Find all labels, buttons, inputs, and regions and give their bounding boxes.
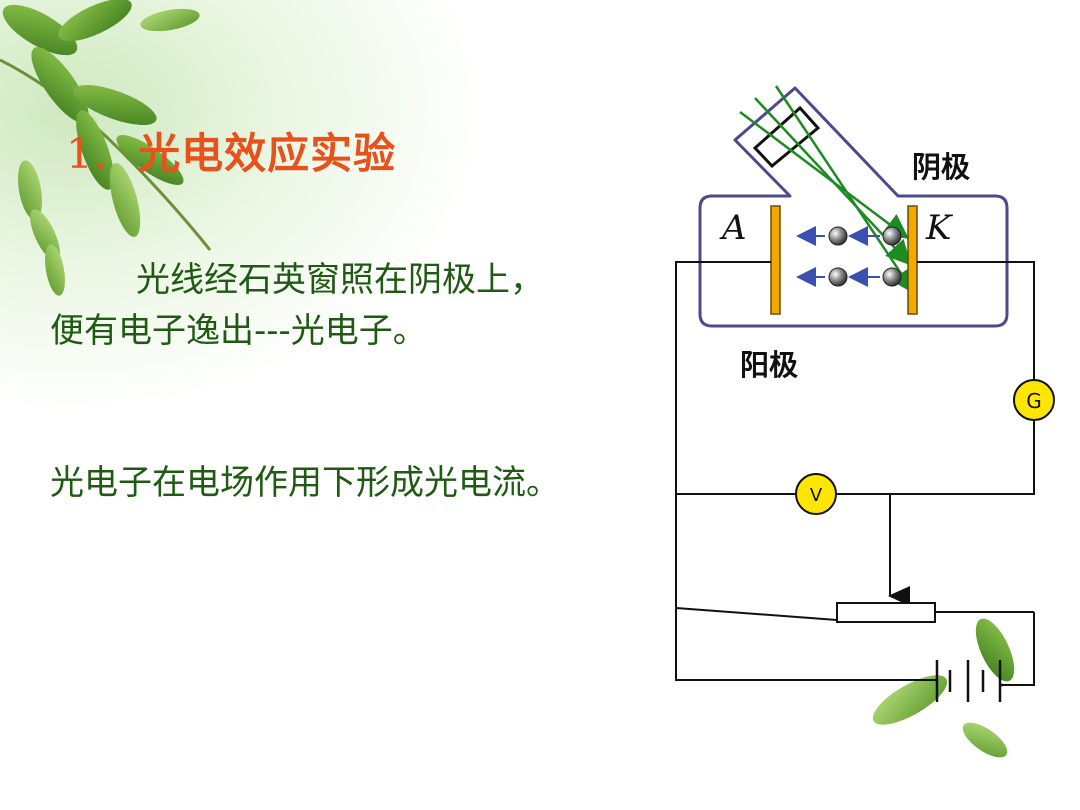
light-ray [739,111,909,240]
paragraph-1-line-1: 光线经石英窗照在阴极上， [136,260,544,300]
rheostat-icon [836,602,936,623]
light-ray [754,97,912,266]
title-text: 光电效应实验 [138,129,397,178]
electron-icon [882,267,902,287]
galvanometer [1013,379,1055,421]
electron-icon [882,226,902,246]
vacuum-tube-outline [698,86,1009,328]
paragraph-2: 光电子在电场作用下形成光电流。 [50,463,560,503]
slide-title: 1. 光电效应实验 [66,120,396,181]
electron-group-bottom [796,267,902,287]
electron-icon [828,226,848,246]
galvanometer-label: G [1026,389,1042,413]
electron-icon [828,267,848,287]
electron-group-top [796,226,902,246]
anode-electrode [770,205,781,315]
title-number: 1. [66,129,109,178]
paragraph-1-line-2: 便有电子逸出---光电子。 [50,311,427,351]
anode-symbol-A: A [722,208,747,248]
circuit-wires [675,261,1035,686]
cathode-label: 阴极 [912,150,971,184]
cathode-electrode [907,205,918,315]
battery-icon [935,660,1003,702]
quartz-window [752,105,821,169]
voltmeter [795,473,837,515]
anode-label: 阳极 [740,348,799,382]
voltmeter-label: V [810,485,823,506]
cathode-symbol-K: K [926,208,952,248]
light-ray [774,85,915,295]
